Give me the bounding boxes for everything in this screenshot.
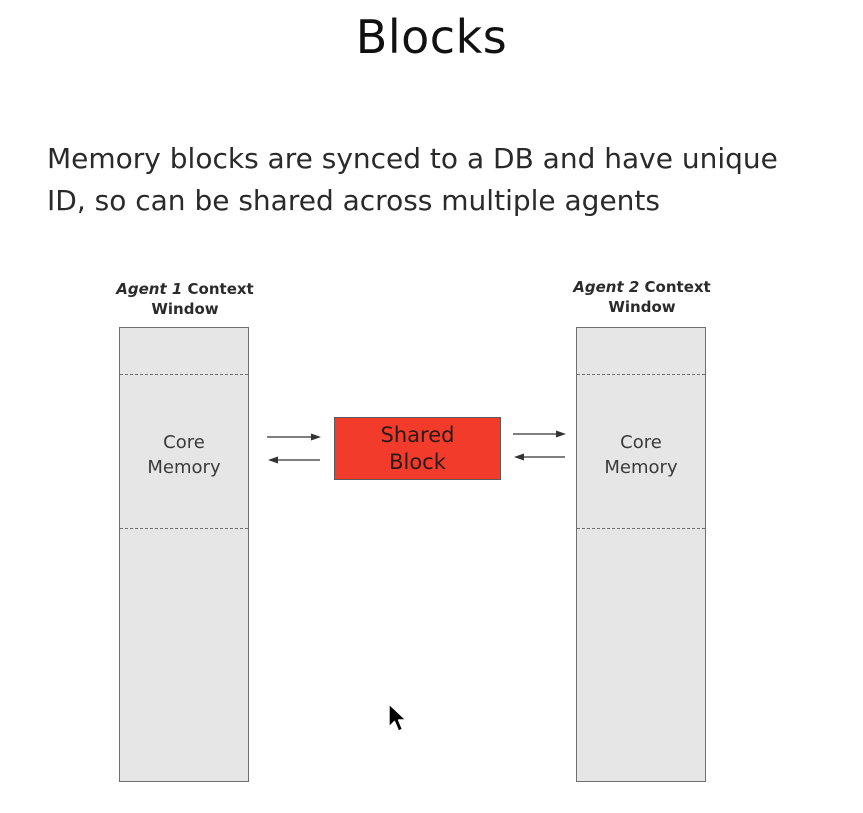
agent-1-core-top-divider xyxy=(120,374,248,375)
agent-1-core-bottom-divider xyxy=(120,528,248,529)
shared-to-agent-1-arrow xyxy=(268,456,320,464)
body-line-1: Memory blocks are synced to a DB and hav… xyxy=(47,142,778,175)
agent-1-core-line-2: Memory xyxy=(147,457,221,478)
body-line-2: ID, so can be shared across multiple age… xyxy=(47,184,660,217)
shared-block-line-1: Shared xyxy=(380,422,455,447)
agent-2-core-top-divider xyxy=(577,374,705,375)
shared-block-line-2: Block xyxy=(389,449,446,474)
agent-1-label-line2: Window xyxy=(151,300,219,318)
agent-2-core-line-2: Memory xyxy=(604,457,678,478)
agent-1-core-line-1: Core xyxy=(163,432,205,453)
agent-2-core-bottom-divider xyxy=(577,528,705,529)
agent-2-context-window: Core Memory xyxy=(576,327,706,782)
mouse-pointer-icon xyxy=(388,703,407,732)
agent-1-core-memory: Core Memory xyxy=(120,430,248,480)
shared-block: Shared Block xyxy=(334,417,501,480)
slide-title: Blocks xyxy=(355,10,508,64)
agent-1-label-rest: Context xyxy=(182,280,254,298)
agent-2-window-label: Agent 2 Context Window xyxy=(542,277,742,317)
agent-1-name: Agent 1 xyxy=(116,280,183,298)
agent-2-name: Agent 2 xyxy=(573,278,640,296)
agent-2-label-rest: Context xyxy=(639,278,711,296)
shared-to-agent-2-arrow xyxy=(513,430,566,438)
agent-1-window-label: Agent 1 Context Window xyxy=(85,279,285,319)
agent-2-to-shared-arrow xyxy=(514,453,565,461)
agent-1-context-window: Core Memory xyxy=(119,327,249,782)
agent-2-core-memory: Core Memory xyxy=(577,430,705,480)
agent-2-label-line2: Window xyxy=(608,298,676,316)
agent-2-core-line-1: Core xyxy=(620,432,662,453)
slide-body: Memory blocks are synced to a DB and hav… xyxy=(47,138,847,222)
agent-1-to-shared-arrow xyxy=(267,433,321,441)
